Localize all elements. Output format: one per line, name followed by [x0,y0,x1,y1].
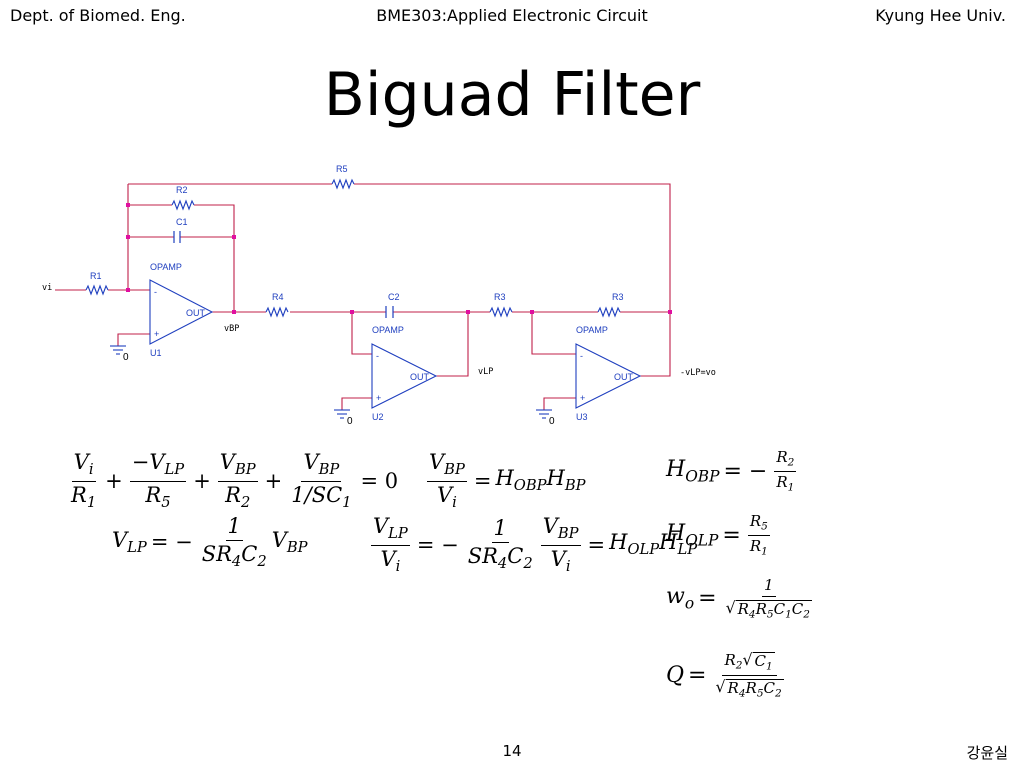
resistor-r3b [597,306,621,318]
node [232,235,236,239]
wire-r2 [128,204,235,312]
ground-2 [334,409,350,419]
resistor-r3a [489,306,513,318]
label-vbp: vBP [224,324,239,334]
label-u3-minus: - [580,351,583,361]
label-r3b: R3 [612,292,624,302]
label-opamp3: OPAMP [576,325,608,335]
equation-q: Q = R2√C1√R4R5C2 [666,650,784,700]
label-vi: vi [42,283,52,293]
label-out3: OUT [614,372,634,382]
label-u3-plus: + [580,393,585,403]
label-u2: U2 [372,412,384,422]
capacitor-c2 [385,306,394,318]
label-u3: U3 [576,412,588,422]
opamp-u1 [149,279,214,345]
node [232,310,236,314]
label-c2: C2 [388,292,400,302]
opamp-u2 [371,343,438,409]
wires [55,183,671,410]
header-department: Dept. of Biomed. Eng. [10,6,186,25]
label-gnd3: 0 [549,416,555,427]
biquad-circuit-schematic: R5 R2 C1 R1 OPAMP R4 C2 R3 R3 OPAMP OPAM… [42,164,716,427]
resistor-r5 [331,178,355,190]
slide-title: Biguad Filter [323,60,701,130]
capacitor-c1 [173,231,181,243]
label-r5: R5 [336,164,348,174]
label-r3a: R3 [494,292,506,302]
ground-3 [536,409,552,419]
node [126,235,130,239]
opamp-u3 [575,343,642,409]
resistor-r4 [265,306,289,318]
label-out2: OUT [410,372,430,382]
label-out1: OUT [186,308,206,318]
label-gnd2: 0 [347,416,353,427]
node [126,288,130,292]
wire-r5-loop [128,183,671,377]
resistor-r1 [85,284,109,296]
label-opamp1: OPAMP [150,262,182,272]
node [350,310,354,314]
wire-u2-minus [351,312,372,355]
node [668,310,672,314]
equation-wo: wo = 1√R4R5C1C2 [666,576,812,621]
label-u2-minus: - [376,351,379,361]
label-u1: U1 [150,348,162,358]
label-gnd1: 0 [123,352,129,363]
label-c1: C1 [176,217,188,227]
wire-u1-plus-gnd [117,333,150,346]
header-course: BME303:Applied Electronic Circuit [376,6,648,25]
page-number: 14 [502,742,522,760]
wire-u3-minus [531,312,576,355]
label-u1-minus: - [154,287,157,297]
header-university: Kyung Hee Univ. [875,6,1006,25]
wire-u2-plus-gnd [341,397,372,410]
label-opamp2: OPAMP [372,325,404,335]
label-u1-plus: + [154,329,159,339]
label-r2: R2 [176,185,188,195]
wire-u1-out [212,311,469,377]
label-u2-plus: + [376,393,381,403]
ground-1 [110,345,126,355]
author-name: 강윤실 [966,744,1008,762]
label-r4: R4 [272,292,284,302]
node [466,310,470,314]
label-vlp: vLP [478,367,493,377]
wire-u3-plus-gnd [543,397,576,410]
resistor-r2 [171,199,195,211]
node [530,310,534,314]
label-vlp-vo: -vLP=vo [680,368,716,378]
node [126,203,130,207]
label-r1: R1 [90,271,102,281]
